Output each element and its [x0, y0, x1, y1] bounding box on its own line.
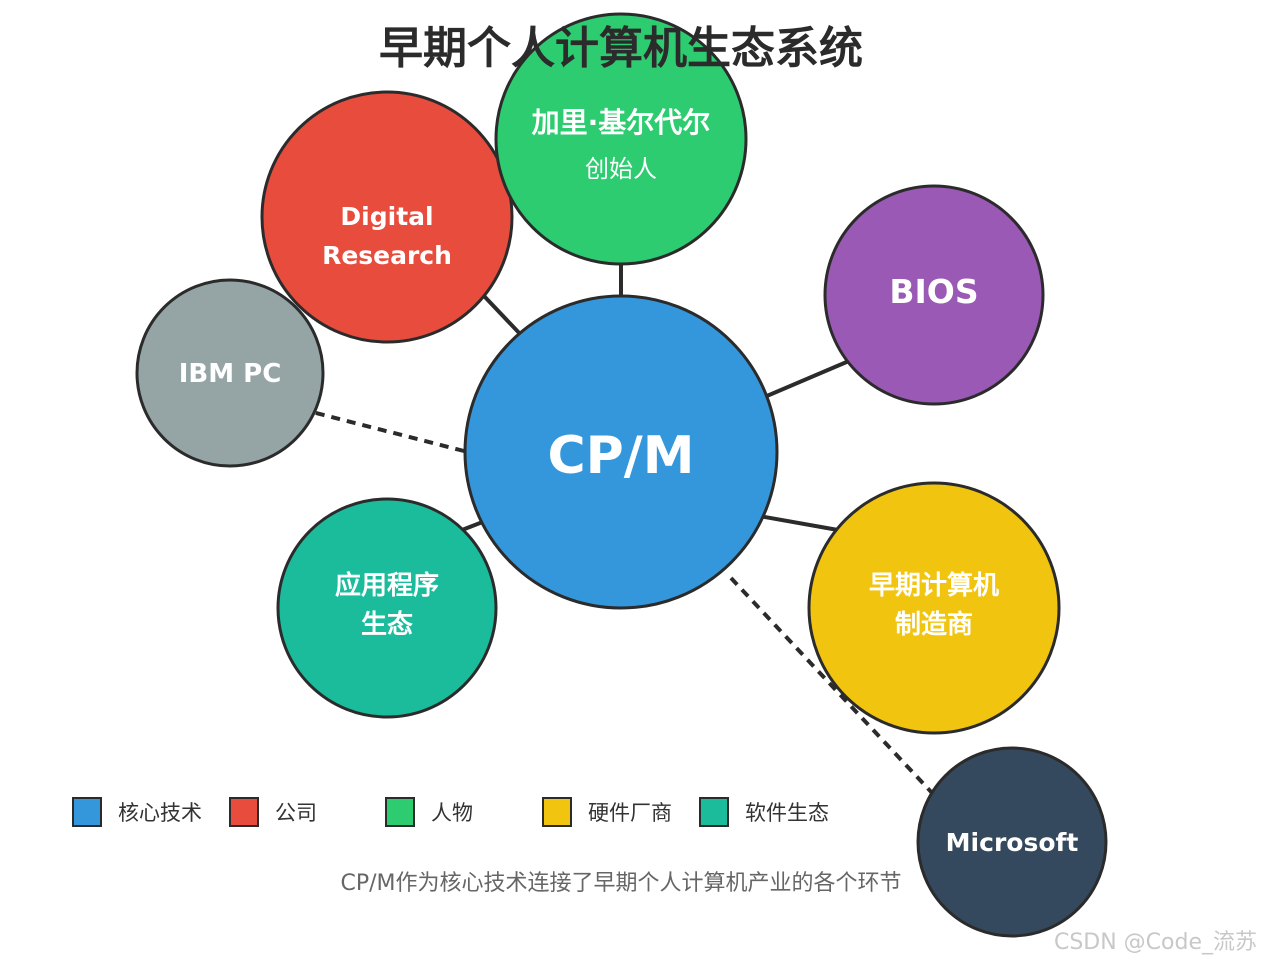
legend-swatch-hardware	[542, 797, 572, 827]
node-manufacturers-line1: 早期计算机	[869, 570, 999, 601]
node-manufacturers: 早期计算机 制造商	[807, 481, 1061, 735]
legend-item-hardware: 硬件厂商	[542, 795, 672, 829]
node-digital-research: Digital Research	[260, 90, 514, 344]
node-apps-line2: 生态	[361, 609, 413, 640]
legend-swatch-software	[699, 797, 729, 827]
node-digital-research-line2: Research	[322, 241, 452, 270]
legend-label-software: 软件生态	[745, 801, 829, 825]
node-ibm-pc: IBM PC	[135, 278, 325, 468]
page-title: 早期个人计算机生态系统	[379, 23, 863, 74]
node-microsoft-label: Microsoft	[946, 828, 1079, 857]
diagram-caption: CP/M作为核心技术连接了早期个人计算机产业的各个环节	[340, 871, 901, 896]
node-kildall-label: 加里·基尔代尔	[532, 106, 711, 139]
node-bios-label: BIOS	[889, 272, 978, 311]
node-apps: 应用程序 生态	[276, 497, 498, 719]
legend-swatch-company	[229, 797, 259, 827]
node-kildall: 加里·基尔代尔 创始人	[494, 12, 748, 266]
legend-swatch-person	[385, 797, 415, 827]
legend-item-person: 人物	[385, 795, 473, 829]
watermark: CSDN @Code_流苏	[1053, 930, 1257, 955]
legend-item-software: 软件生态	[699, 795, 829, 829]
node-ibm-pc-label: IBM PC	[179, 359, 282, 389]
legend-label-core: 核心技术	[118, 801, 202, 825]
legend-item-core: 核心技术	[72, 795, 202, 829]
node-cpm: CP/M	[463, 294, 779, 610]
legend-swatch-core	[72, 797, 102, 827]
node-manufacturers-line2: 制造商	[895, 609, 973, 640]
node-digital-research-line1: Digital	[340, 202, 433, 231]
connector-cpm-microsoft	[729, 576, 936, 797]
node-apps-line1: 应用程序	[335, 570, 439, 601]
node-cpm-label: CP/M	[547, 426, 694, 486]
legend-label-hardware: 硬件厂商	[588, 801, 672, 825]
legend-label-person: 人物	[431, 801, 473, 825]
node-bios: BIOS	[823, 184, 1045, 406]
legend-label-company: 公司	[275, 801, 317, 825]
node-kildall-sublabel: 创始人	[585, 155, 657, 183]
connector-cpm-ibm-pc	[307, 409, 465, 453]
legend-item-company: 公司	[229, 795, 317, 829]
node-microsoft: Microsoft	[916, 746, 1108, 938]
legend: 核心技术 公司 人物 硬件厂商 软件生态	[72, 795, 872, 829]
